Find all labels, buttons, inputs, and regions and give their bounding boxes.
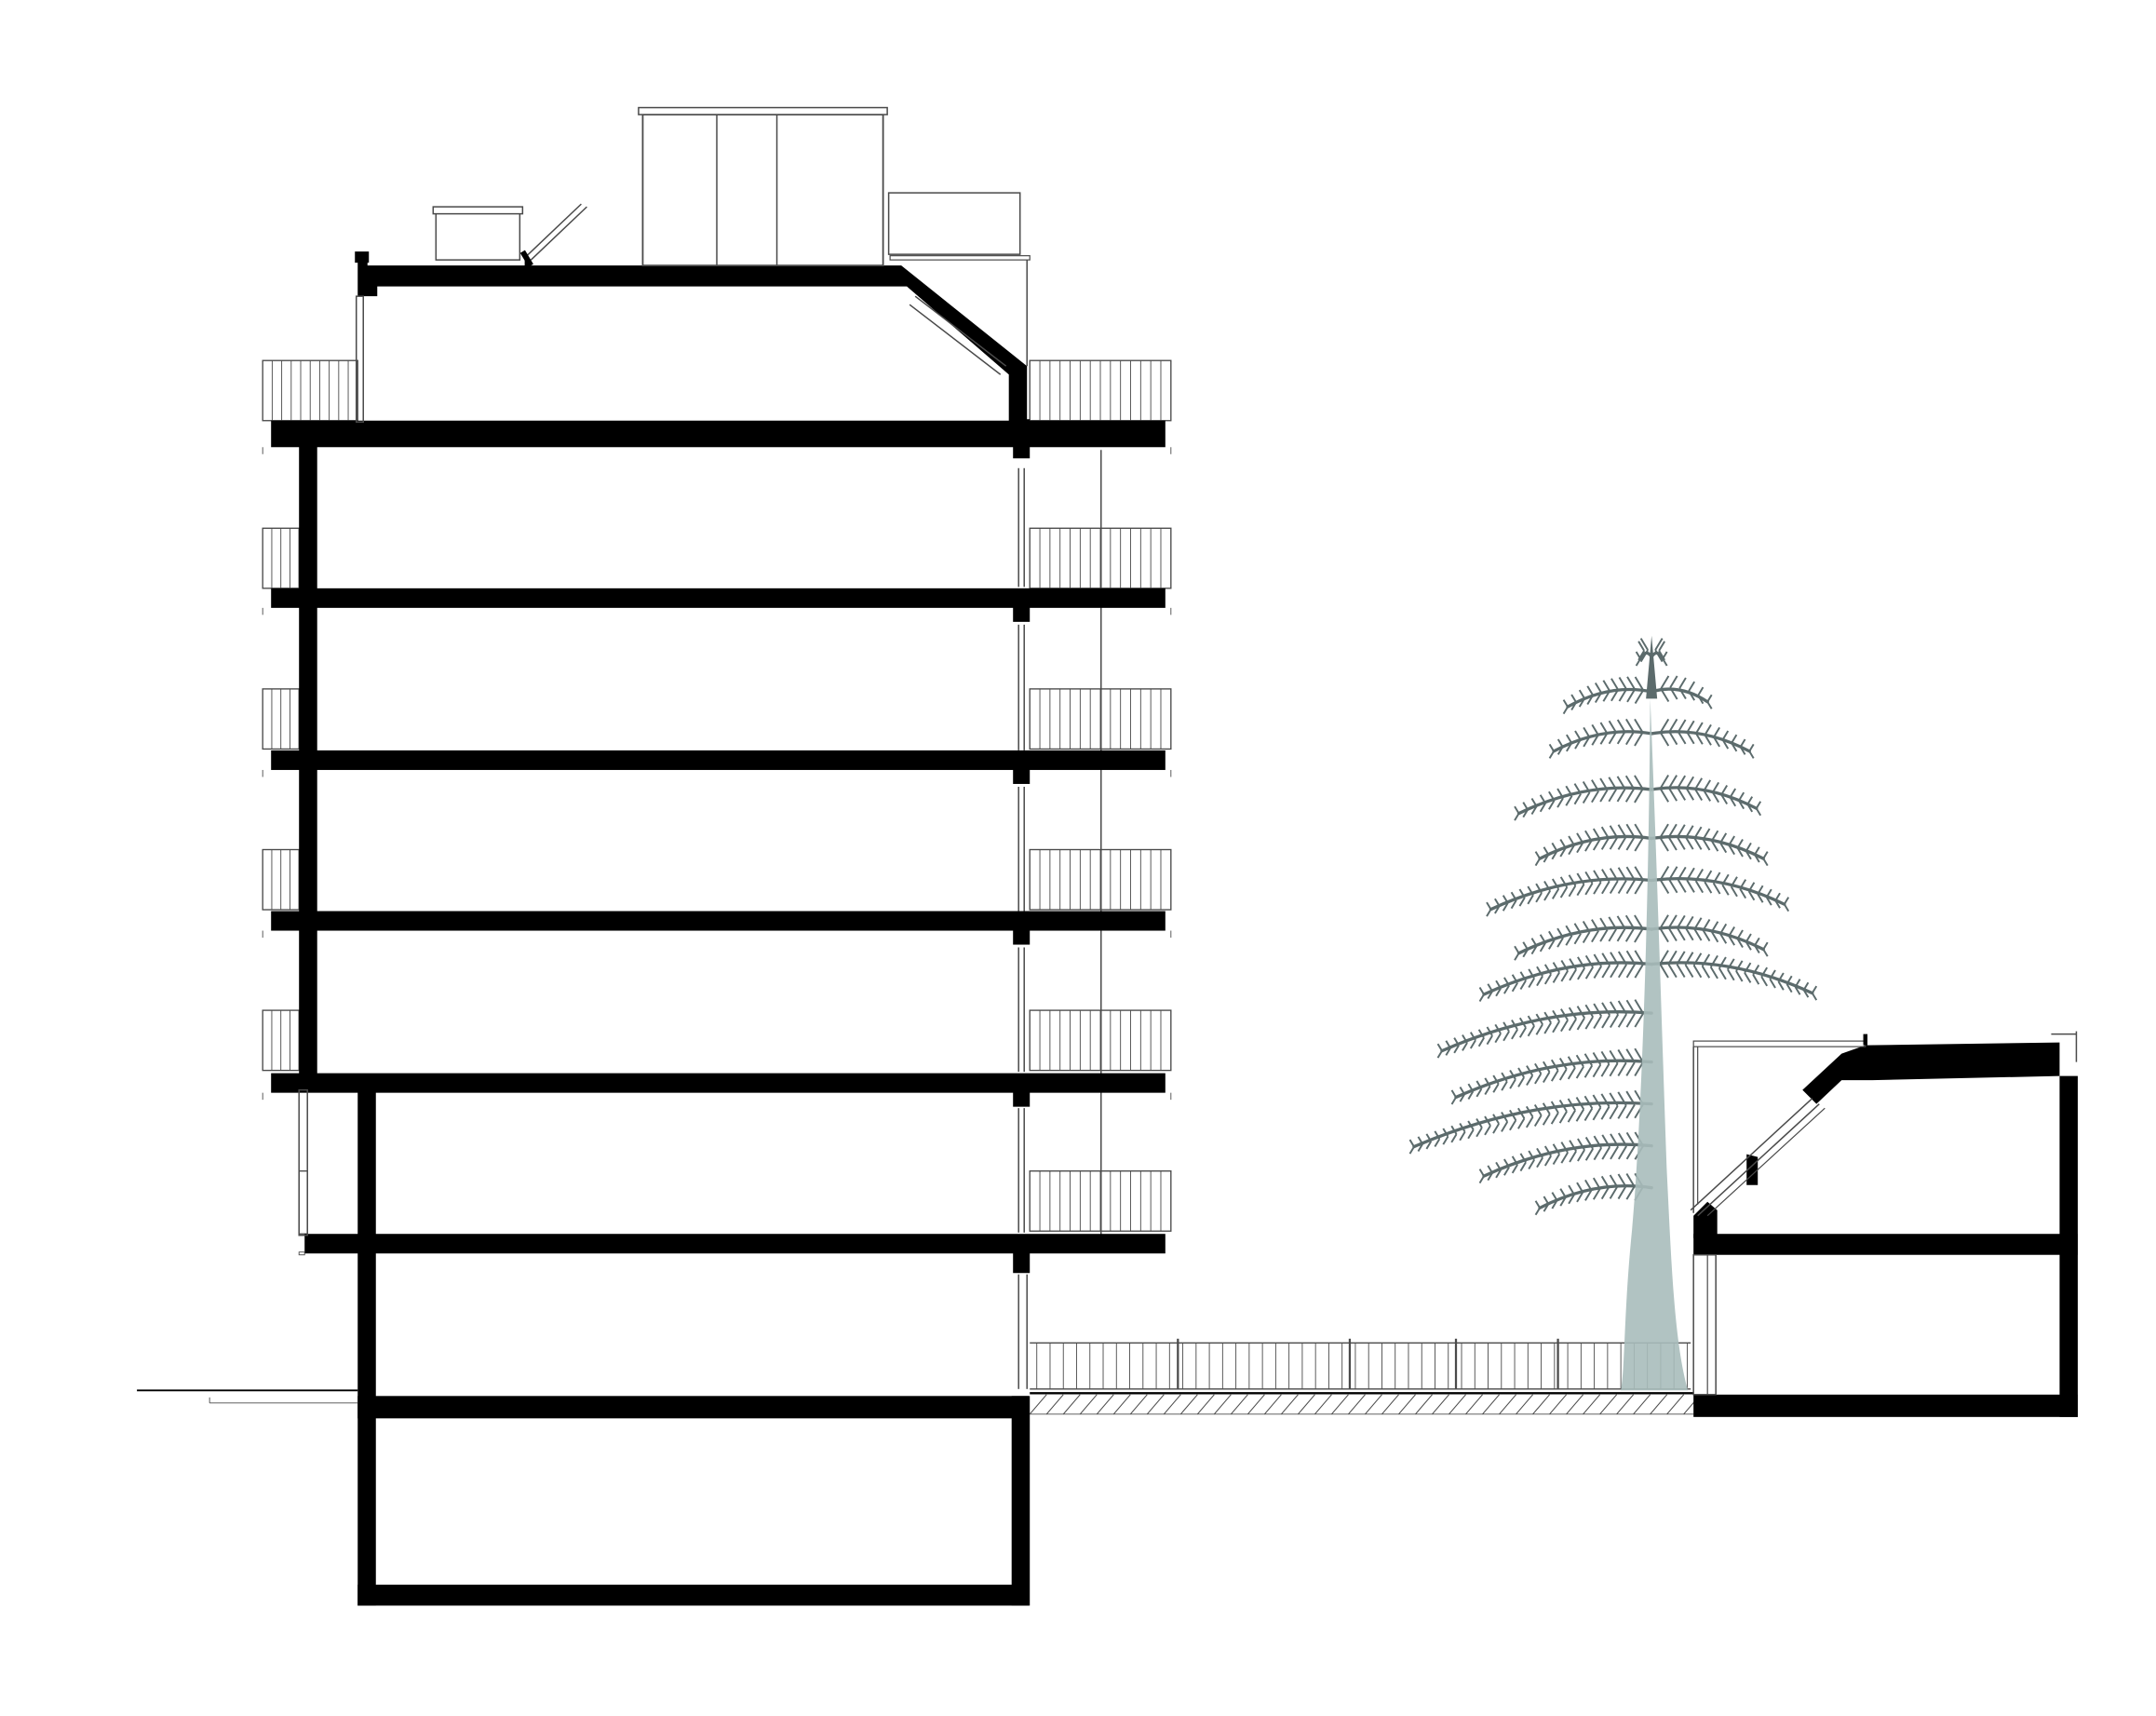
- courtyard-railing: [1030, 1342, 1691, 1390]
- right-wall-basement: [1011, 1396, 1031, 1606]
- floor-slab-5: [271, 588, 1166, 608]
- annex-building: [1690, 1031, 2078, 1417]
- main-building: [137, 106, 1172, 1606]
- roof-slab: [271, 420, 1166, 448]
- column-3: [1013, 929, 1031, 945]
- column-upper: [1013, 419, 1031, 459]
- left-wall-lower: [357, 1089, 376, 1606]
- courtyard: [1029, 1338, 1702, 1415]
- left-wall-upper: [299, 444, 317, 1076]
- basement-slab: [357, 1584, 1029, 1606]
- column-1: [1013, 1251, 1031, 1274]
- pavilion-canopy: [638, 106, 888, 115]
- facade-glazing: [1017, 450, 1102, 1389]
- floor-slab-4: [271, 750, 1166, 770]
- floor-slabs: [271, 420, 1166, 1606]
- column-5: [1013, 606, 1031, 622]
- tree-trunk: [1621, 698, 1689, 1391]
- annex-right-wall: [2059, 1075, 2078, 1417]
- penthouse-roof: [357, 252, 1028, 426]
- annex-mid-slab: [1693, 1234, 2078, 1255]
- right-balconies: [1029, 359, 1172, 1232]
- courtyard-pickets: [1036, 1338, 1688, 1389]
- penthouse-parapet: [355, 251, 370, 263]
- conifer-tree-icon: [1408, 635, 1818, 1391]
- annex-base-slab: [1693, 1394, 2078, 1417]
- tree-foliage: [1408, 635, 1818, 1216]
- penthouse: [355, 106, 1031, 426]
- ground-slab: [357, 1396, 1029, 1419]
- rooftop-pavilion: [641, 114, 884, 267]
- penthouse-left-wall: [355, 295, 365, 423]
- annex-roof: [1802, 1042, 2060, 1104]
- column-2: [1013, 1091, 1031, 1107]
- annex-left-wall: [1692, 1253, 1717, 1396]
- walls: [299, 419, 1031, 1606]
- floor-slab-2: [271, 1073, 1166, 1093]
- floor-slab-3: [271, 911, 1166, 931]
- left-balconies: [262, 359, 358, 1235]
- floor-slab-1: [304, 1234, 1166, 1254]
- ground-hatch: [1029, 1394, 1702, 1415]
- column-4: [1013, 768, 1031, 784]
- roof-hatch: [435, 211, 521, 261]
